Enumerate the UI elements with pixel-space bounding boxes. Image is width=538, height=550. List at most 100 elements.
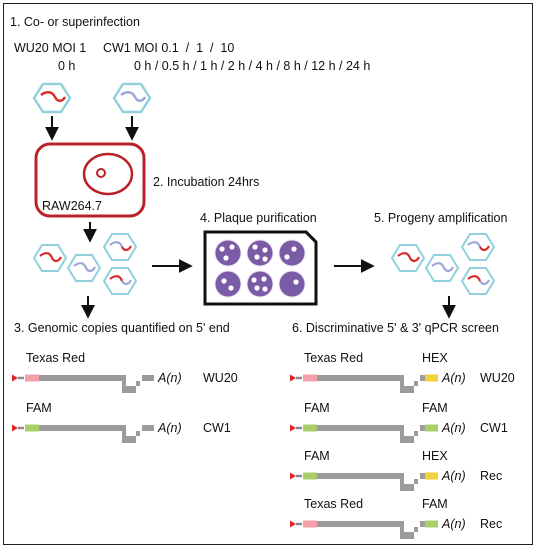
rna-strand-icon [40,91,67,102]
plaque-dot [251,277,257,283]
plaque-dot [252,244,258,250]
genome-3-segment [142,425,154,431]
cw1-time-points: 0 h / 0.5 h / 1 h / 2 h / 4 h / 8 h / 12… [134,59,370,73]
genome-body [317,375,400,381]
plate-well [214,239,242,267]
step-incubation: 2. Incubation 24hrs [153,175,259,189]
probe-3-label: FAM [422,497,448,511]
poly-a-tail: A(n) [441,469,466,483]
plaque-dot [219,246,225,252]
genome-3-segment [420,425,425,431]
rna-strand-icon [120,91,147,102]
plaque-dot [291,246,297,252]
genome-3-segment [420,521,425,527]
rna-strand-icon [39,252,62,263]
cw1-moi-label: CW1 MOI 0.1 / 1 / 10 [103,41,234,55]
genome-body [317,425,400,431]
subgenomic-segment [400,521,418,539]
rna-strand-icon [73,262,96,273]
plaque-dot [229,244,235,250]
plaque-plate [203,230,318,306]
five-prime-marker-icon [290,424,296,432]
rna-strand-icon [121,245,132,252]
subgenomic-segment [400,375,418,393]
probe-3-block [425,472,438,480]
probe-5-label: Texas Red [304,351,363,365]
rna-strand-icon [479,279,490,286]
genome-3-segment [420,473,425,479]
genome-name: Rec [480,469,502,483]
rna-strand-icon [109,275,124,282]
genome-schematic [12,374,154,393]
genome-body [317,521,400,527]
hexagon-capsid-icon [102,233,138,261]
five-prime-marker-icon [290,472,296,480]
plaque-dot [254,285,260,291]
rna-strand-icon [431,262,454,273]
step-plaque-purification: 4. Plaque purification [200,211,317,225]
rna-strand-icon [467,275,482,282]
subgenomic-segment [122,425,140,443]
hexagon-capsid-icon [112,82,152,114]
rna-strand-icon [121,279,132,286]
probe-3-label: HEX [422,449,448,463]
plate-wells [214,239,306,298]
five-prime-marker-icon [290,520,296,528]
cell-membrane [34,142,146,218]
virion-wu20 [32,82,72,114]
step-genomic-copies: 3. Genomic copies quantified on 5' end [14,321,230,335]
plaque-dot [254,254,260,260]
genome-name: WU20 [203,371,238,385]
virion-cluster-left [32,233,138,295]
probe-5-label: Texas Red [304,497,363,511]
subgenomic-segment [400,473,418,491]
wu20-moi-label: WU20 MOI 1 [14,41,86,55]
plate-well [278,239,306,267]
plaque-dot [284,254,290,260]
genome-name: Rec [480,517,502,531]
probe-3-label: FAM [422,401,448,415]
step-discriminative-qpcr: 6. Discriminative 5' & 3' qPCR screen [292,321,499,335]
probe-5-label: FAM [304,401,330,415]
plaque-dot [262,247,268,253]
hexagon-capsid-icon [424,254,460,282]
cell-line-label: RAW264.7 [42,199,102,213]
figure-border [3,3,533,545]
genome-body [39,375,122,381]
hexagon-capsid-icon [32,244,68,272]
rna-strand-icon [397,252,420,263]
probe-5-block [25,424,39,432]
probe-5-block [303,374,317,382]
hexagon-capsid-icon [32,82,72,114]
probe-5-block [303,472,317,480]
well-circle [246,270,274,298]
hexagon-capsid-icon [460,233,496,261]
plate-well [214,270,242,298]
well-circle [246,239,274,267]
plaque-dot [293,279,299,285]
genome-name: WU20 [480,371,515,385]
plate-corner [304,230,318,244]
well-circle [278,239,306,267]
plaque-dot [261,276,267,282]
well-circle [214,270,242,298]
probe-5-label: Texas Red [26,351,85,365]
genome-schematic [290,374,438,393]
wu20-time-label: 0 h [58,59,75,73]
well-circle [278,270,306,298]
hexagon-capsid-icon [390,244,426,272]
genome-name: CW1 [203,421,231,435]
plaque-dot [223,255,229,261]
probe-3-block [425,424,438,432]
five-prime-marker-icon [12,424,18,432]
probe-5-block [303,424,317,432]
rna-strand-icon [479,245,490,252]
virion-cluster-right [390,233,496,295]
poly-a-tail: A(n) [441,421,466,435]
genome-schematic [290,520,438,539]
poly-a-tail: A(n) [157,371,182,385]
